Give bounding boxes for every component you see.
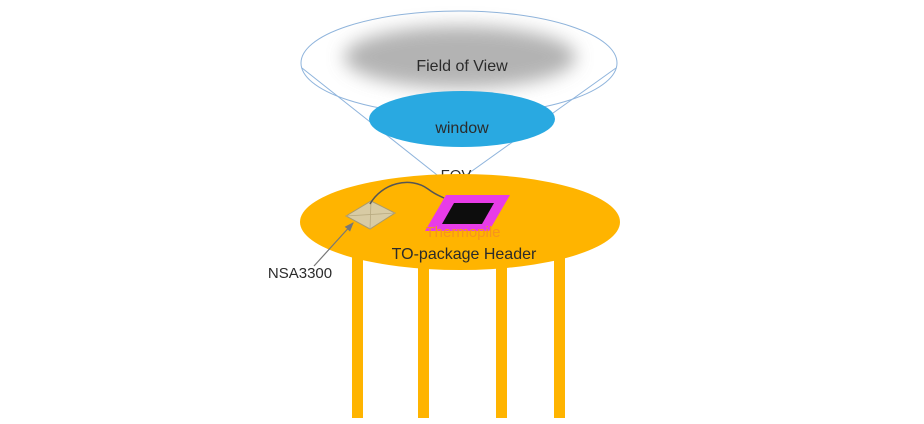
bond-wire: [369, 181, 445, 205]
to-package-header-label: TO-package Header: [392, 246, 537, 263]
header-pin-4: [554, 245, 565, 418]
field-of-view-label: Field of View: [416, 58, 508, 75]
window-label: window: [434, 120, 489, 137]
thermopile-label: Thermopile: [425, 224, 500, 241]
header-pin-3: [496, 245, 507, 418]
window-ellipse: [369, 91, 555, 147]
chip-fold-line-2: [369, 200, 372, 230]
fov-cloud: [344, 26, 576, 88]
thermopile-absorber: [442, 203, 494, 224]
header-pin-1: [352, 245, 363, 418]
nsa3300-label: NSA3300: [268, 265, 332, 282]
header-pin-2: [418, 245, 429, 418]
nsa3300-pointer-arrow: [313, 222, 354, 267]
